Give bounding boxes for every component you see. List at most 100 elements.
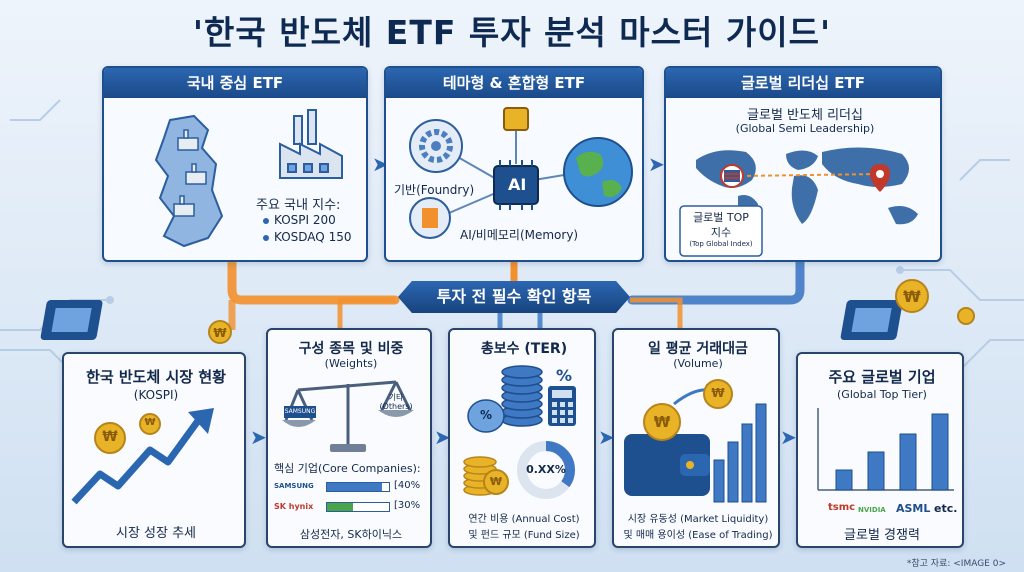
svg-text:₩: ₩	[903, 287, 921, 306]
gear-icon	[409, 119, 463, 173]
checklist-banner: 투자 전 필수 확인 항목	[398, 281, 630, 313]
card-header: 국내 중심 ETF	[104, 68, 366, 98]
theme-etf-card: 테마형 & 혼합형 ETF	[384, 66, 644, 262]
card-subtitle-en: (Global Semi Leadership)	[735, 122, 875, 135]
svg-text:₩: ₩	[213, 326, 227, 340]
card-title: 총보수 (TER)	[480, 341, 568, 357]
donut-label: 0.XX%	[526, 463, 566, 476]
coin-icon	[483, 469, 509, 495]
coin-symbol: ₩	[102, 429, 118, 445]
coin-icon	[94, 413, 161, 454]
weight-bar-fill	[327, 483, 382, 491]
coin-icon: ₩	[895, 279, 929, 313]
weight-bar-track	[326, 482, 390, 492]
theme-network-illustration	[409, 107, 633, 239]
calculator-icon	[548, 386, 576, 426]
volume-card: 일 평균 거래대금 (Volume) ₩ ₩ 시장 유동성 (Market Li…	[612, 328, 780, 548]
coin-symbol: ₩	[489, 475, 503, 488]
company-name: SAMSUNG	[274, 482, 314, 490]
coin-icon	[957, 307, 975, 325]
memory-icon	[409, 197, 451, 239]
percent-coin-icon	[467, 399, 505, 433]
company-weight: [30%	[394, 500, 421, 511]
right-arrow-icon: ➤	[598, 425, 615, 449]
percent-symbol: %	[479, 408, 493, 422]
logo-tsmc: tsmc	[828, 502, 856, 513]
factory-icon	[279, 109, 343, 179]
company-name: SK hynix	[274, 502, 314, 511]
index-box-en: (Top Global Index)	[689, 240, 753, 248]
coin-icon	[643, 379, 733, 441]
card-title: 한국 반도체 시장 현황	[86, 368, 226, 386]
ter-card: 총보수 (TER) %	[448, 328, 596, 548]
korea-map-illustration	[154, 109, 343, 248]
location-pin-icon	[720, 164, 744, 188]
card-subtitle: (KOSPI)	[133, 388, 179, 402]
coin-symbol: ₩	[653, 413, 671, 431]
card-caption: 글로벌 경쟁력	[844, 528, 920, 543]
liquidity-illustration	[624, 379, 767, 503]
card-caption: 시장 유동성 (Market Liquidity)	[627, 514, 769, 525]
global-etf-card: 글로벌 리더십 ETF 글로벌 반도체 리더십 (Global Semi Lea…	[664, 66, 942, 262]
right-arrow-icon: ➤	[434, 425, 451, 449]
bar-icon	[713, 403, 767, 503]
logo-asml: ASML	[896, 502, 931, 515]
memory-label: AI/비메모리(Memory)	[460, 228, 579, 242]
card-subtitle: 글로벌 반도체 리더십	[747, 108, 863, 123]
growth-chart-illustration	[71, 408, 214, 505]
logo-etc: etc.	[934, 502, 958, 515]
domestic-etf-card: 국내 중심 ETF 주요 국내 지수: KOSPI 200 KOSDAQ 150	[102, 66, 368, 262]
index-item: KOSDAQ 150	[274, 230, 352, 244]
chip-icon	[840, 300, 903, 340]
card-header: 글로벌 리더십 ETF	[666, 68, 940, 98]
card-caption: 시장 성장 추세	[115, 526, 197, 541]
company-weight: [40%	[394, 480, 421, 491]
ai-chip-label: AI	[508, 175, 527, 194]
card-caption: 및 매매 용이성 (Ease of Trading)	[623, 530, 773, 541]
world-map-illustration	[679, 147, 918, 257]
index-title: 주요 국내 지수:	[256, 198, 341, 213]
footnote: *참고 자료: <IMAGE 0>	[906, 559, 1006, 569]
location-pin-icon	[870, 164, 890, 192]
others-en: (Others)	[379, 402, 413, 411]
core-label: 핵심 기업(Core Companies):	[274, 462, 421, 475]
coin-icon: ₩	[208, 320, 232, 344]
logo-nvidia: NVIDIA	[858, 506, 886, 514]
chip-icon	[40, 300, 103, 340]
card-caption: 및 펀드 규모 (Fund Size)	[468, 530, 580, 541]
page-title: '한국 반도체 ETF 투자 분석 마스터 가이드'	[192, 13, 832, 52]
right-arrow-icon: ➤	[648, 152, 665, 176]
coin-symbol: ₩	[711, 386, 725, 400]
globe-icon	[563, 137, 633, 207]
bar-icon	[835, 413, 949, 491]
card-subtitle: (Weights)	[324, 357, 378, 370]
card-caption: 연간 비용 (Annual Cost)	[468, 514, 580, 525]
coin-symbol: ₩	[144, 417, 156, 428]
right-arrow-icon: ➤	[250, 425, 267, 449]
weight-bar-fill	[327, 503, 354, 511]
index-box-line1: 글로벌 TOP	[693, 211, 749, 224]
global-companies-card: 주요 글로벌 기업 (Global Top Tier) tsmc NVIDIA …	[796, 352, 964, 548]
wallet-icon	[624, 434, 710, 496]
samsung-logo: SAMSUNG	[284, 408, 316, 415]
right-arrow-icon: ➤	[780, 425, 797, 449]
card-header: 테마형 & 혼합형 ETF	[386, 68, 642, 98]
balance-scale-illustration	[282, 380, 414, 452]
ai-chip-icon	[493, 160, 539, 210]
donut-fill	[517, 441, 575, 499]
index-box-line2: 지수	[710, 226, 732, 239]
card-subtitle: (Volume)	[673, 357, 723, 370]
others-label: 기타	[388, 393, 404, 402]
card-title: 일 평균 거래대금	[648, 341, 748, 357]
index-item: KOSPI 200	[274, 213, 336, 227]
card-title: 주요 글로벌 기업	[828, 368, 936, 386]
card-caption: 삼성전자, SK하이닉스	[299, 528, 403, 541]
percent-symbol: %	[555, 366, 573, 385]
chip-icon	[503, 107, 529, 131]
cost-illustration	[463, 365, 576, 499]
weights-card: 구성 종목 및 비중 (Weights) SAMSUNG 기타 (Others)…	[266, 328, 432, 548]
card-title: 구성 종목 및 비중	[298, 341, 404, 357]
weight-bar-track	[326, 502, 390, 512]
card-subtitle: (Global Top Tier)	[837, 388, 927, 401]
coin-stack-icon	[501, 365, 543, 427]
